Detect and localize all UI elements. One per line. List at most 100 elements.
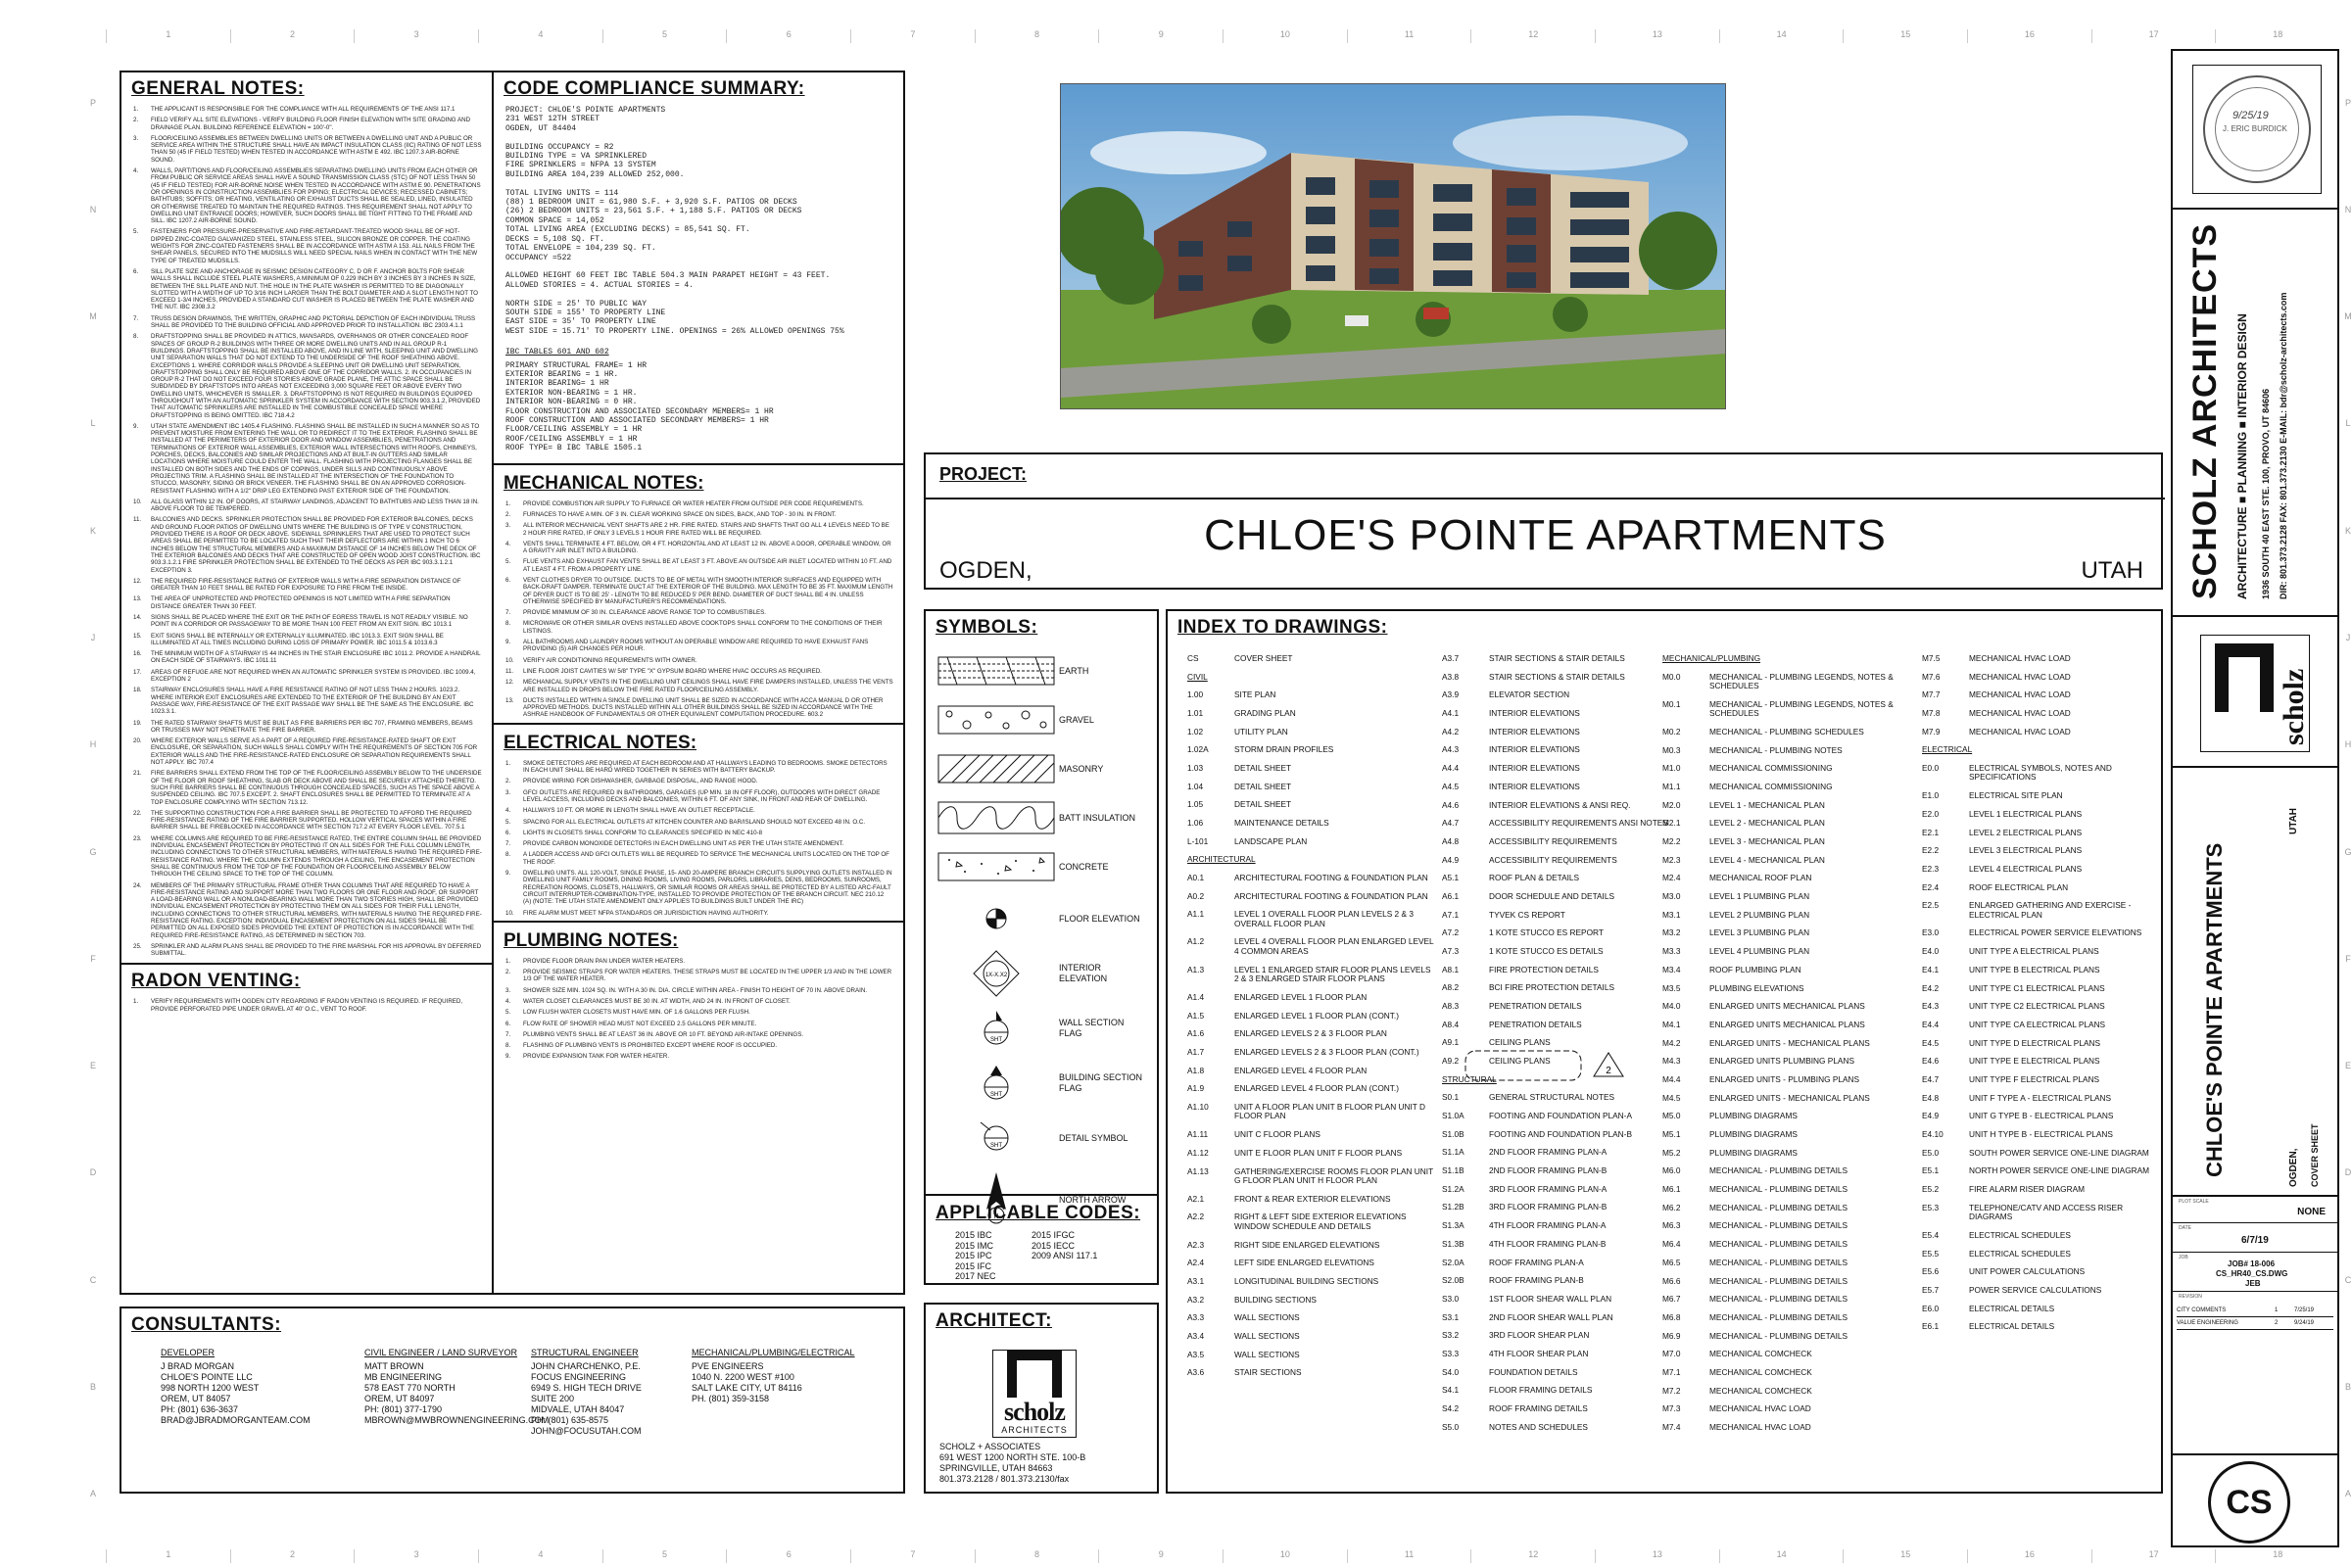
note-text: EXIT SIGNS SHALL BE INTERNALLY OR EXTERN… [151, 632, 444, 646]
sheet-code: M4.2 [1662, 1037, 1681, 1048]
sheet-title: UNIT F TYPE A - ELECTRICAL PLANS [1969, 1092, 2112, 1103]
note-text: WATER CLOSET CLEARANCES MUST BE 30 IN. A… [523, 997, 791, 1005]
architect-line: 801.373.2128 / 801.373.2130/fax [939, 1474, 1070, 1484]
note-text: FIRE BARRIERS SHALL EXTEND FROM THE TOP … [151, 770, 482, 806]
sheet-code: E2.1 [1922, 827, 1940, 837]
sheet-code: M6.5 [1662, 1257, 1681, 1267]
consultant-role: MECHANICAL/PLUMBING/ELECTRICAL [692, 1348, 855, 1357]
sheet-title: INTERIOR ELEVATIONS [1489, 708, 1580, 719]
note-number: 21. [133, 770, 142, 778]
sheet-title: STAIR SECTIONS [1234, 1367, 1302, 1378]
sheet-title: ROOF ELECTRICAL PLAN [1969, 881, 2069, 892]
sheet-code: S1.0B [1442, 1128, 1464, 1139]
sheet-title: LEVEL 3 - MECHANICAL PLAN [1709, 836, 1825, 846]
note-number: 8. [505, 1042, 511, 1050]
sheet-code: A5.1 [1442, 873, 1460, 883]
revision-cloud: 2 [1464, 1050, 1624, 1081]
code-item: 2015 IMC [955, 1240, 994, 1251]
apartment-rendering-image [1061, 84, 1725, 408]
symbol-label: BATT INSULATION [1059, 812, 1136, 823]
note-number: 16. [133, 650, 142, 658]
note-text: A LADDER ACCESS AND GFCI OUTLETS WILL BE… [523, 851, 889, 866]
tb-state: UTAH [2288, 807, 2299, 834]
sheet-title: WALL SECTIONS [1234, 1312, 1300, 1323]
sheet-title: TYVEK CS REPORT [1489, 909, 1565, 920]
sheet-code: A6.1 [1442, 890, 1460, 901]
symbol-label: DETAIL SYMBOL [1059, 1132, 1128, 1143]
sheet-title: FRONT & REAR EXTERIOR ELEVATIONS [1234, 1193, 1391, 1204]
sheet-title: PLUMBING DIAGRAMS [1709, 1111, 1798, 1121]
sheet-title: LONGITUDINAL BUILDING SECTIONS [1234, 1275, 1379, 1286]
grid-row-marker: M [89, 311, 97, 322]
sheet-title: FIRE ALARM RISER DIAGRAM [1969, 1184, 2086, 1195]
sheet-code: M2.0 [1662, 799, 1681, 810]
sheet-title: LEFT SIDE ENLARGED ELEVATIONS [1234, 1258, 1374, 1268]
firm-logo: scholz [2200, 635, 2310, 752]
note-item: 5.FASTENERS FOR PRESSURE-PRESERVATIVE AN… [133, 228, 482, 263]
consultant-line: mbrown@mwbrownengineering.com [364, 1415, 550, 1425]
note-item: 20.WHERE EXTERIOR WALLS SERVE AS A PART … [133, 737, 482, 766]
sheet-title: LEVEL 3 PLUMBING PLAN [1709, 927, 1810, 938]
sheet-code: A3.8 [1442, 671, 1460, 682]
note-text: PROVIDE SEISMIC STRAPS FOR WATER HEATERS… [523, 969, 892, 983]
sheet-title: MECHANICAL HVAC LOAD [1969, 708, 2071, 719]
note-text: THE AREA OF UNPROTECTED AND PROTECTED OP… [151, 595, 451, 610]
north-arrow-icon: N [934, 1170, 1059, 1229]
consultant-line: PVE ENGINEERS [692, 1361, 764, 1371]
note-item: 6.SILL PLATE SIZE AND ANCHORAGE IN SEISM… [133, 268, 482, 311]
sheet-code: M7.0 [1662, 1349, 1681, 1359]
sheet-title: BCI FIRE PROTECTION DETAILS [1489, 982, 1615, 993]
note-text: PROVIDE COMBUSTION AIR SUPPLY TO FURNACE… [523, 499, 864, 507]
note-number: 10. [133, 498, 142, 505]
sheet-title: PENETRATION DETAILS [1489, 1001, 1582, 1012]
sheet-code: M1.1 [1662, 781, 1681, 791]
note-number: 13. [505, 696, 514, 704]
note-number: 14. [133, 614, 142, 621]
sheet-code: M0.2 [1662, 726, 1681, 736]
architect-title: ARCHITECT: [936, 1310, 1052, 1331]
note-number: 5. [505, 558, 511, 566]
sheet-code: E4.1 [1922, 964, 1940, 974]
index-row: 1.02aSTORM DRAIN PROFILES [1187, 745, 1437, 755]
note-item: 3.SHOWER SIZE MIN. 1024 SQ. IN. WITH A 3… [505, 987, 893, 994]
sheet-title: ENLARGED UNITS - MECHANICAL PLANS [1709, 1092, 1870, 1103]
sheet-title: LEVEL 1 - MECHANICAL PLAN [1709, 799, 1825, 810]
note-text: FLOOR/CEILING ASSEMBLIES BETWEEN DWELLIN… [151, 134, 482, 164]
note-item: 22.THE SUPPORTING CONSTRUCTION FOR A FIR… [133, 810, 482, 832]
tb-sheet-title: COVER SHEET [2310, 1123, 2320, 1187]
consultant-role: STRUCTURAL ENGINEER [531, 1348, 639, 1357]
seal-date: 9/25/19 [2232, 110, 2269, 121]
sheet-title: LEVEL 4 PLUMBING PLAN [1709, 946, 1810, 957]
note-number: 7. [505, 840, 511, 848]
sheet-code: E4.6 [1922, 1056, 1940, 1067]
sheet-title: TELEPHONE/CATV AND ACCESS RISER DIAGRAMS [1969, 1202, 2124, 1222]
note-number: 4. [505, 540, 511, 547]
sheet-title: SITE PLAN [1234, 689, 1276, 700]
sheet-code: M6.4 [1662, 1239, 1681, 1250]
sheet-code: E4.3 [1922, 1001, 1940, 1012]
note-text: SIGNS SHALL BE PLACED WHERE THE EXIT OR … [151, 614, 468, 629]
grid-row-marker: A [89, 1489, 96, 1499]
